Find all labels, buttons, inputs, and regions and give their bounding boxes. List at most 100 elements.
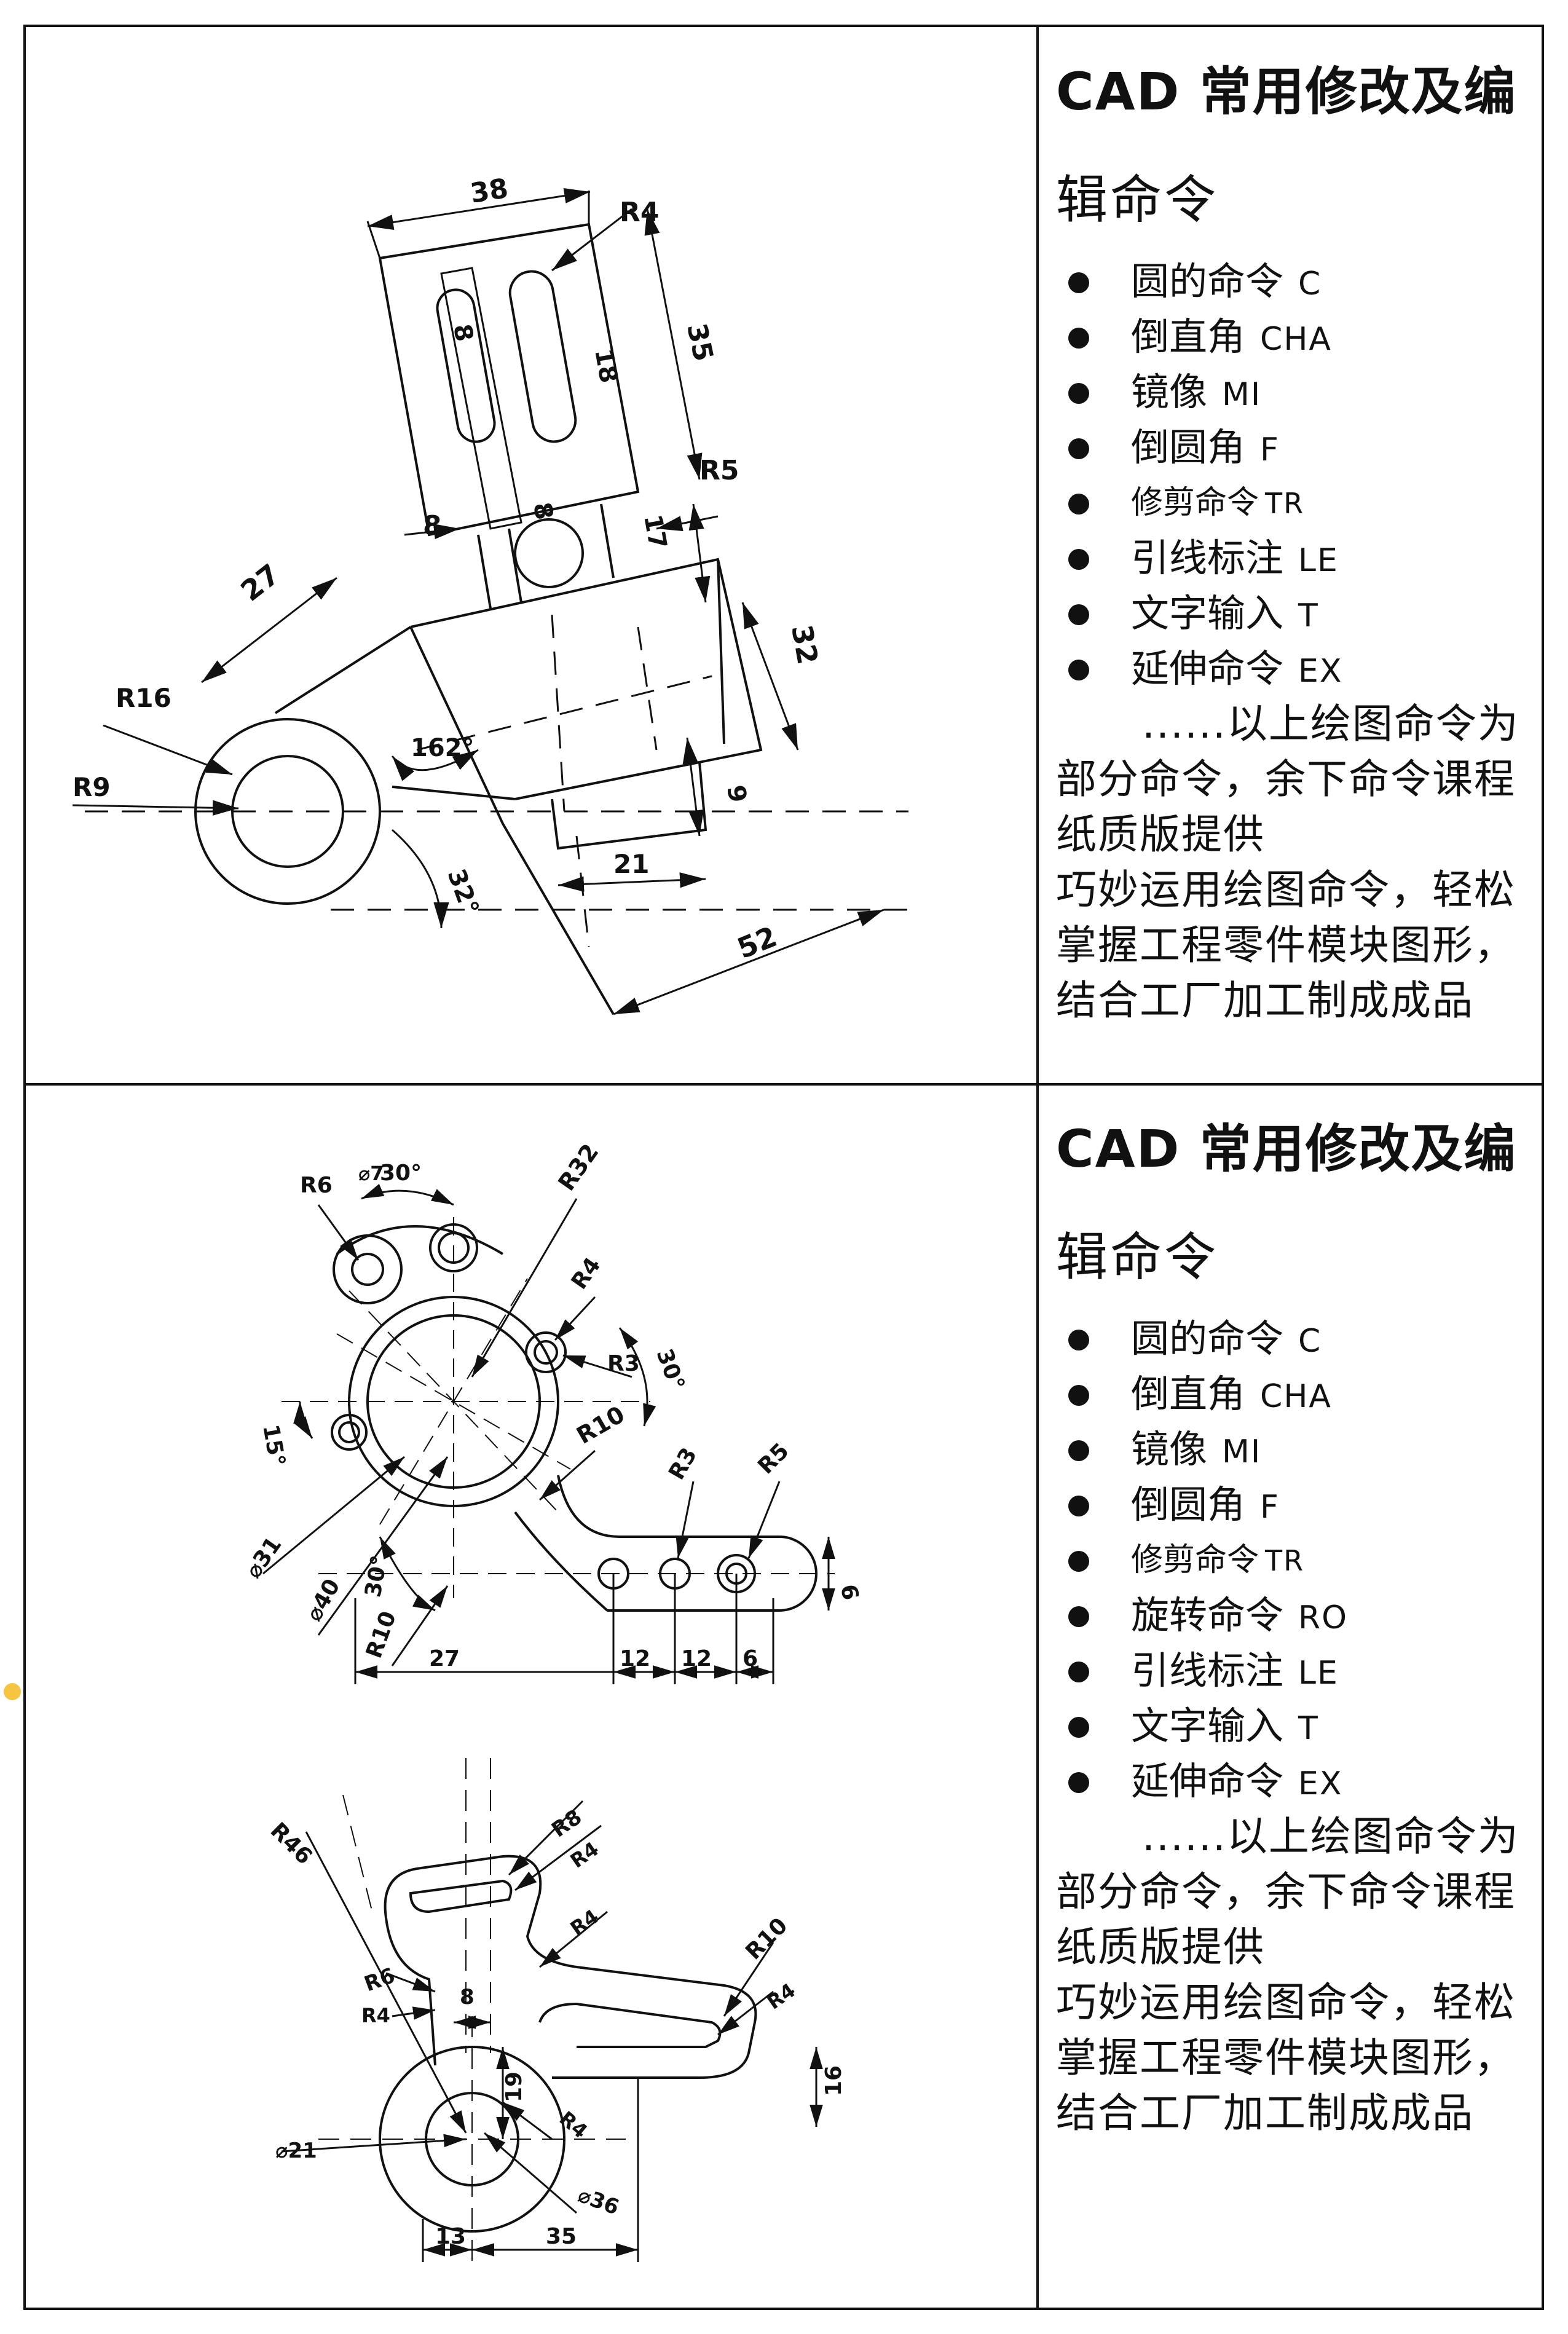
dim-17: 17 (638, 513, 672, 551)
command-name: 修剪命令 (1131, 1542, 1259, 1579)
dim-9: 9 (721, 783, 752, 805)
command-name: 延伸命令 (1131, 1759, 1284, 1804)
worksheet-table: 38 R4 8 18 35 8 8 17 R5 27 32 R16 R9 162… (23, 25, 1544, 2310)
list-item: 延伸命令 EX (1056, 641, 1535, 696)
dim-32-body: 32 (785, 623, 824, 667)
dim-r4-right: R4 (763, 1979, 800, 2014)
command-code: LE (1298, 542, 1339, 579)
list-item: 镜像 MI (1056, 1422, 1535, 1477)
command-name: 倒直角 (1131, 1371, 1246, 1416)
dim-r10-arc: R10 (572, 1401, 629, 1449)
note-line: 掌握工程零件模块图形， (1056, 2034, 1516, 2081)
dim-r4: R4 (567, 1253, 606, 1294)
bullet-dot-icon (1068, 1772, 1089, 1793)
bullet-dot-icon (1068, 660, 1089, 680)
note-line: 掌握工程零件模块图形， (1056, 921, 1516, 969)
note-line: 纸质版提供 (1056, 1923, 1265, 1971)
panel-2-title-cont: 辑命令 (1056, 1227, 1219, 1287)
cad-drawing-1: 38 R4 8 18 35 8 8 17 R5 27 32 R16 R9 162… (48, 135, 1019, 1039)
bullet-dot-icon (1068, 272, 1089, 293)
note-line: ......以上绘图命令为 (1142, 700, 1519, 747)
dim-8: 8 (460, 1985, 475, 2009)
dim-r5: R5 (699, 455, 739, 486)
panel-1-title: CAD 常用修改及编 (1056, 61, 1517, 122)
bullet-dot-icon (1068, 383, 1089, 404)
command-name: 旋转命令 (1131, 1593, 1284, 1638)
dim-dia7: ⌀7 (358, 1162, 384, 1185)
dim-12-b: 12 (681, 1646, 712, 1671)
dim-18: 18 (589, 347, 623, 385)
dim-r6: R6 (300, 1173, 333, 1198)
dim-30deg-bottom: 30° (360, 1553, 392, 1599)
command-code: CHA (1260, 321, 1332, 358)
dim-8-left: 8 (423, 510, 442, 542)
command-code: T (1298, 1710, 1319, 1747)
dim-r10-bottom: R10 (361, 1608, 401, 1662)
row-divider (23, 1083, 1544, 1086)
bullet-dot-icon (1068, 549, 1089, 570)
bullet-dot-icon (1068, 1440, 1089, 1461)
dim-r5: R5 (753, 1438, 794, 1479)
dim-162deg: 162° (411, 734, 475, 762)
command-name: 延伸命令 (1131, 646, 1284, 691)
command-name: 镜像 (1131, 1427, 1208, 1472)
dim-r4: R4 (620, 197, 660, 228)
dim-r16: R16 (116, 683, 171, 713)
cad-drawing-1-svg: 38 R4 8 18 35 8 8 17 R5 27 32 R16 R9 162… (72, 173, 908, 1015)
dim-r4-slot: R4 (566, 1837, 603, 1873)
dim-27: 27 (429, 1646, 460, 1671)
command-name: 圆的命令 (1131, 1316, 1284, 1361)
command-name: 文字输入 (1131, 591, 1284, 636)
list-item: 延伸命令 EX (1056, 1754, 1535, 1809)
list-item: 文字输入 T (1056, 1698, 1535, 1754)
dim-38: 38 (468, 173, 510, 210)
note-line: 部分命令，余下命令课程 (1056, 1868, 1516, 1915)
command-name: 圆的命令 (1131, 259, 1284, 304)
command-code: TR (1265, 1544, 1305, 1577)
dim-15deg: 15° (258, 1422, 290, 1468)
bullet-dot-icon (1068, 438, 1089, 459)
margin-marker-dot (4, 1683, 21, 1700)
command-code: RO (1298, 1599, 1349, 1636)
bullet-dot-icon (1068, 328, 1089, 349)
list-item: 旋转命令 RO (1056, 1588, 1535, 1643)
dim-35: 35 (680, 321, 719, 364)
dim-r8: R8 (547, 1805, 586, 1842)
command-code: F (1260, 432, 1280, 468)
table-frame (23, 25, 1544, 2310)
note-line: 结合工厂加工制成成品 (1056, 977, 1474, 1024)
command-code: EX (1298, 1765, 1343, 1802)
command-name: 文字输入 (1131, 1703, 1284, 1748)
panel-1-title-cont: 辑命令 (1056, 170, 1219, 230)
dim-52: 52 (733, 920, 782, 965)
dim-12-a: 12 (620, 1646, 650, 1671)
command-code: EX (1298, 653, 1343, 690)
dim-r10: R10 (741, 1913, 792, 1965)
dim-13: 13 (435, 2224, 466, 2249)
dim-27: 27 (235, 558, 286, 608)
bullet-dot-icon (1068, 1385, 1089, 1406)
cad-drawing-3-svg: R8 R4 R46 R4 R6 8 R4 R10 R4 19 16 ⌀21 R4… (266, 1758, 846, 2262)
note-line: 部分命令，余下命令课程 (1056, 755, 1516, 803)
dim-r32: R32 (553, 1139, 604, 1196)
command-name: 修剪命令 (1131, 484, 1259, 521)
dim-32deg: 32° (442, 865, 484, 919)
note-line: 结合工厂加工制成成品 (1056, 2089, 1474, 2137)
dim-21: 21 (613, 849, 649, 879)
dim-r9: R9 (73, 772, 111, 802)
command-code: MI (1222, 1433, 1262, 1470)
dim-6-height: 6 (835, 1582, 863, 1602)
command-name: 倒圆角 (1131, 1482, 1246, 1527)
